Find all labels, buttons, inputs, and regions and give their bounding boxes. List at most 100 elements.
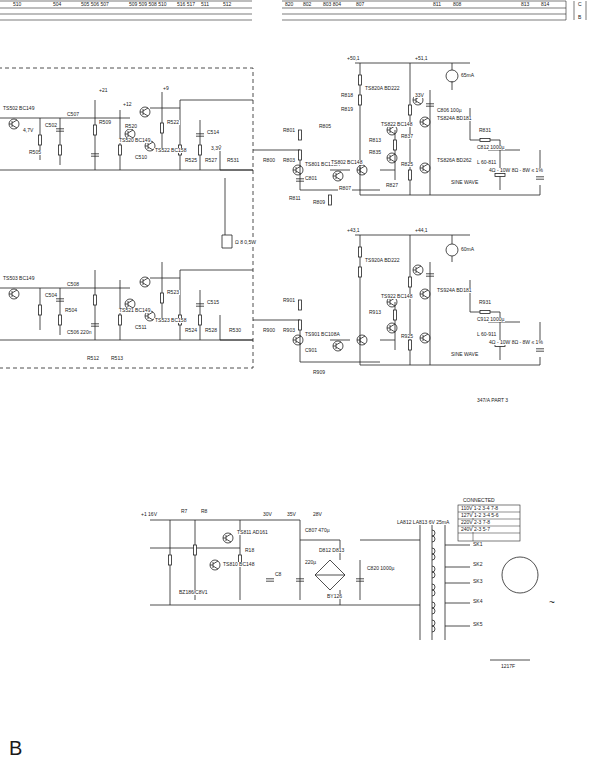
part-label: R7 [180,509,188,514]
part-label: TS820A BD222 [364,86,400,91]
part-label: 813 [520,2,530,7]
part-label: 4,7V [22,128,34,133]
part-label: TS920A BD222 [364,258,400,263]
part-label: C [577,2,583,7]
transistor-symbol [420,289,430,299]
resistor-symbol [39,305,42,315]
part-label: R505 [28,150,42,155]
part-label: 3,3V [210,146,222,151]
part-label: +12 [122,102,132,107]
part-label: L 60-911 [476,332,497,337]
transistor-symbol [413,266,421,274]
resistor-symbol [359,267,362,277]
part-label: R809 [312,200,326,205]
transistor-symbol [293,335,303,345]
part-label: R520 [124,124,138,129]
part-label: R531 [226,158,240,163]
part-label: R805 [318,124,332,129]
transistor-symbol [223,533,233,543]
part-label: R900 [262,328,276,333]
part-label: TS901 BC108A [304,332,341,337]
part-label: C820 1000µ [366,566,395,571]
part-label: C507 [66,112,80,117]
resistor-symbol [394,310,397,320]
part-label: C502 [44,123,58,128]
part-label: +1 16V [140,512,158,517]
part-label: BZ186/C8V1 [178,590,209,595]
part-label: C508 [66,282,80,287]
part-label: 510 [12,2,22,7]
part-label: 30V [262,512,273,517]
transformer-winding [432,584,435,596]
part-label: 807 [355,2,365,7]
part-label: TS924A BD181 [436,288,472,293]
resistor-symbol [199,145,202,155]
part-label: C807 470µ [304,528,331,533]
part-label: +21 [98,88,108,93]
part-label: C912 1000µ [476,317,505,322]
resistor-symbol [94,125,97,135]
transistor-symbol [357,335,367,345]
part-label: SK3 [472,579,483,584]
part-label: 4Ω - 10W 8Ω - 8W ≤ 1% [488,168,544,173]
part-label: R831 [478,128,492,133]
part-label: R513 [110,356,124,361]
resistor-symbol [409,105,412,115]
part-label: R803 [282,158,296,163]
part-label: +43,1 [346,228,361,233]
transformer-winding [432,602,435,614]
resistor-symbol [161,123,164,133]
resistor-symbol [59,315,62,325]
part-label: 4Ω - 10W 8Ω - 8W ≤ 1% [488,340,544,345]
transformer-winding [432,530,435,542]
part-label: C511 [134,325,148,330]
part-label: R909 [312,370,326,375]
part-label: 220V 2-3 7-8 [460,520,491,525]
part-label: R530 [228,328,242,333]
part-label: TS824A BD181 [436,116,472,121]
transistor-symbol [145,142,153,150]
module-outline [0,68,253,368]
capacitor-symbol [296,579,304,581]
capacitor-symbol [91,154,99,156]
part-label: 127V 1-2 3-4 5-6 [460,513,500,518]
resistor-symbol [94,295,97,305]
resistor-symbol [409,170,412,180]
transistor-symbol [333,172,341,180]
part-label: TS826A BD262 [436,158,472,163]
part-label: C806 100µ [436,108,463,113]
transistor-symbol [125,130,133,138]
part-label: 505 506 507 [80,2,110,7]
part-label: LA812 LA813 6V 25mA [396,520,450,525]
part-label: 504 [52,2,62,7]
transistor-symbol [420,164,428,172]
part-label: R512 [86,356,100,361]
part-label: 512 [222,2,232,7]
capacitor-symbol [56,129,64,131]
part-label: R903 [282,328,296,333]
part-label: R818 [340,93,354,98]
part-label: C8 [274,572,282,577]
transistor-symbol [293,166,301,174]
resistor-symbol [119,145,122,155]
part-label: R523 [166,290,180,295]
meter-symbol [446,244,458,256]
transistor-symbol [387,298,395,306]
transistor-symbol [140,277,150,287]
transistor-symbol [420,163,430,173]
part-label: 814 [540,2,550,7]
part-label: R18 [244,548,255,553]
part-label: C506 220n [66,330,92,335]
capacitor-symbol [356,579,364,581]
meter-symbol [446,70,458,82]
part-label: SK5 [472,622,483,627]
part-label: 28V [312,512,323,517]
part-label: R504 [64,308,78,313]
resistor-symbol [409,340,412,350]
header-table [0,1,586,20]
transformer-winding [432,548,435,560]
capacitor-symbol [196,134,204,136]
part-label: R913 [368,310,382,315]
part-label: C812 1000µ [476,145,505,150]
